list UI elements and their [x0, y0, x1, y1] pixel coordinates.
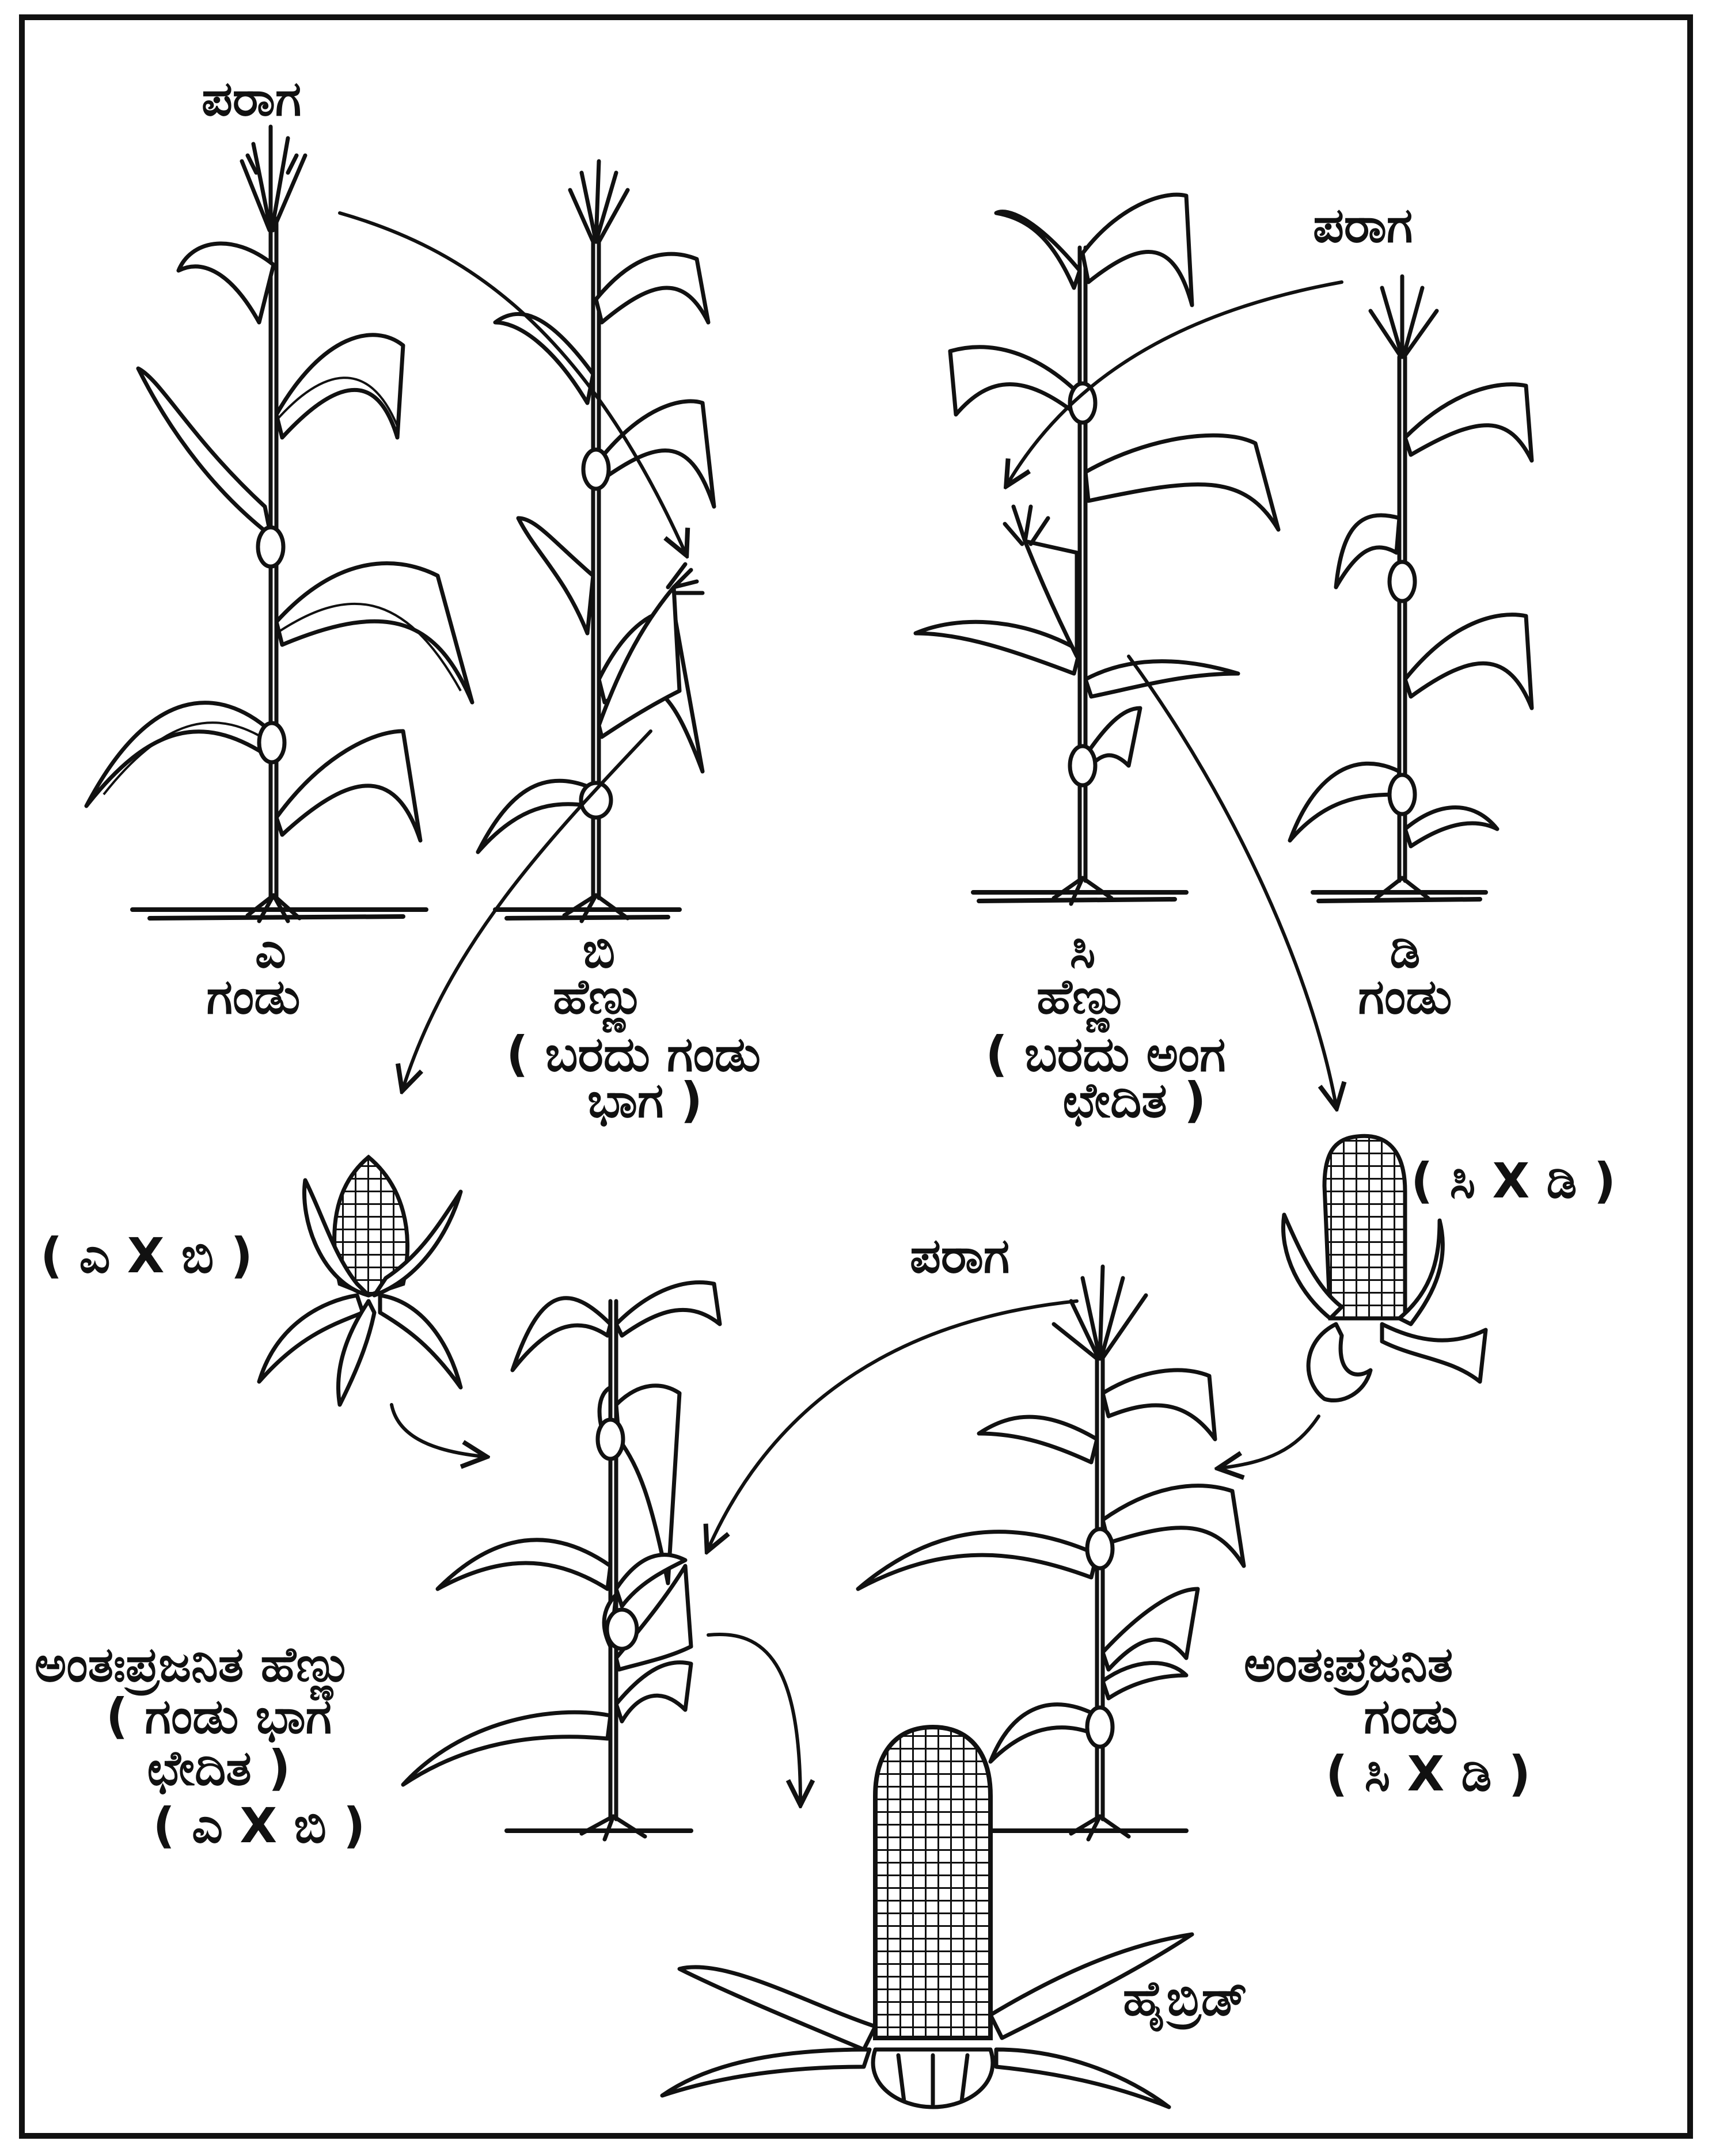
ground-a: [132, 910, 426, 918]
arrow-cob-ab-to-inbred-female: [392, 1405, 484, 1457]
inbred-female-line4: ( ಎ X ಬಿ ): [153, 1797, 366, 1854]
plant-a-role: ಗಂಡು: [207, 968, 301, 1025]
ground-c: [973, 892, 1186, 901]
inbred-female-line2: ( ಗಂಡು ಭಾಗ: [106, 1688, 332, 1744]
tassel-inbred-male: [1054, 1267, 1146, 1359]
hybrid-label: ಹೈಬ್ರಿಡ್: [1123, 1970, 1248, 2032]
tassel-a: [242, 127, 305, 230]
plant-d-role: ಗಂಡು: [1358, 968, 1452, 1025]
inbred-male-line3: ( ಸಿ X ಡಿ ): [1326, 1746, 1531, 1802]
inbred-male-line2: ಗಂಡು: [1364, 1688, 1458, 1744]
inbred-male-line1: ಅಂತಃಪ್ರಜನಿತ: [1244, 1636, 1453, 1696]
ground-d: [1313, 892, 1486, 901]
plant-c-note-2: ಛೇದಿತ ): [1063, 1072, 1206, 1128]
plant-c-role: ಹೆಣ್ಣು: [1037, 968, 1129, 1033]
plant-d: [1290, 276, 1532, 898]
plant-c: [916, 195, 1278, 904]
arrow-inbred-female-to-hybrid: [708, 1634, 800, 1802]
pollen-label-middle: ಪರಾಗ: [910, 1227, 1009, 1284]
hybrid-cob: [662, 1727, 1192, 2107]
cob-a-x-b: [259, 1157, 461, 1405]
arrow-cob-cd-to-inbred-male: [1221, 1416, 1319, 1468]
plant-b-role: ಹೆಣ್ಣು: [553, 968, 645, 1033]
cross-label-ab: ( ಎ X ಬಿ ): [40, 1227, 253, 1284]
plant-b-note-2: ಭಾಗ ): [587, 1072, 703, 1128]
pollen-label-a: ಪರಾಗ: [202, 70, 301, 127]
tassel-b: [570, 161, 628, 242]
inbred-female-line3: ಛೇದಿತ ): [147, 1740, 291, 1796]
cross-label-cd: ( ಸಿ X ಡಿ ): [1411, 1153, 1616, 1209]
tassel-d: [1371, 276, 1437, 357]
plant-a: [86, 127, 472, 921]
pollen-label-d: ಪರಾಗ: [1313, 197, 1413, 253]
